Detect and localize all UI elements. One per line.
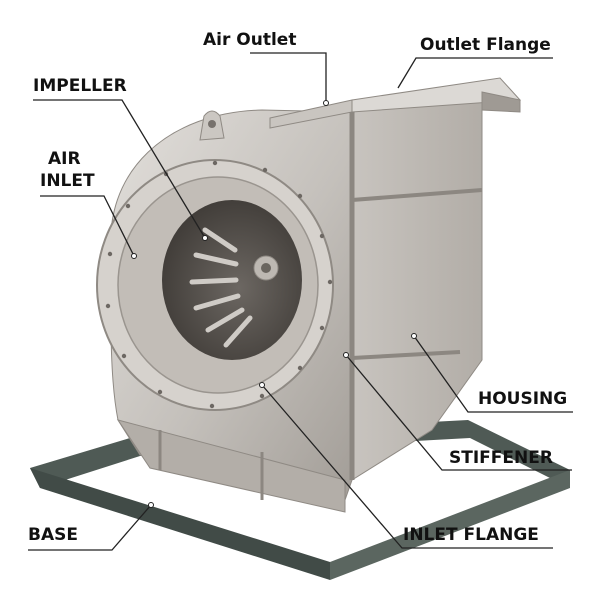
label-outlet-flange: Outlet Flange: [420, 35, 551, 55]
label-housing: HOUSING: [478, 389, 568, 409]
label-air-inlet-line2: INLET: [40, 171, 95, 191]
label-stiffener: STIFFENER: [449, 448, 553, 468]
label-impeller: IMPELLER: [33, 76, 127, 96]
label-air-inlet-line1: AIR: [48, 149, 81, 169]
label-inlet-flange: INLET FLANGE: [403, 525, 539, 545]
inlet-ring: [96, 159, 334, 411]
stiffeners: [158, 112, 483, 500]
flange-bolts: [105, 160, 333, 409]
label-base: BASE: [28, 525, 78, 545]
label-air-outlet: Air Outlet: [203, 30, 297, 50]
impeller-blades: [189, 227, 253, 348]
leader-lines: [28, 52, 573, 551]
leader-dots: [131, 100, 417, 508]
